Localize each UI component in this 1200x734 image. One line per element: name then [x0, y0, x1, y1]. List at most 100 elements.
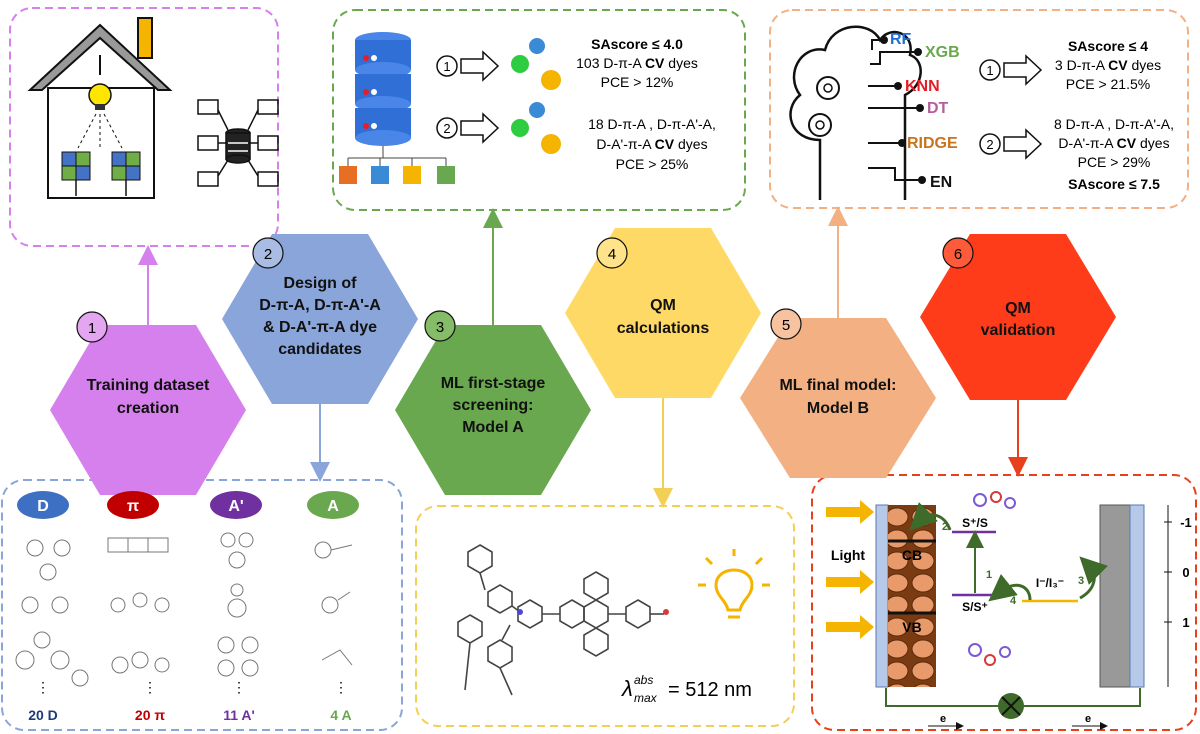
- svg-text:4: 4: [1010, 595, 1017, 607]
- algorithm-list: RF XGB KNN DT RIDGE EN: [868, 31, 960, 191]
- svg-text:abs: abs: [634, 673, 653, 687]
- svg-text:S/S⁺: S/S⁺: [962, 600, 988, 614]
- svg-text:e: e: [940, 713, 946, 725]
- svg-text:5: 5: [782, 317, 790, 334]
- svg-text:1: 1: [986, 569, 992, 581]
- dye-molecule-orbitals: [968, 491, 1016, 666]
- algorithm-ridge: RIDGE: [907, 135, 958, 152]
- svg-text:20 D: 20 D: [28, 707, 58, 723]
- screening-box: [332, 9, 746, 211]
- svg-text:QM: QM: [1005, 300, 1031, 317]
- svg-text:3 D-π-A CV dyes: 3 D-π-A CV dyes: [1055, 57, 1161, 73]
- model-box: [769, 9, 1189, 209]
- svg-text:⋮: ⋮: [36, 679, 50, 695]
- step-1-label-line1: Training dataset: [87, 377, 210, 394]
- svg-text:calculations: calculations: [617, 320, 710, 337]
- step-5-hexagon: ML final model: Model B: [740, 318, 936, 478]
- svg-text:0: 0: [1182, 565, 1189, 580]
- svg-text:QM: QM: [650, 297, 676, 314]
- fragment-a-prime-column: A' ⋮ 11 A': [210, 491, 262, 723]
- svg-text:VB: VB: [902, 619, 921, 635]
- svg-text:4: 4: [608, 246, 616, 263]
- svg-text:PCE > 29%: PCE > 29%: [1078, 154, 1151, 170]
- lambda-max-label: λ abs max = 512 nm: [621, 673, 752, 705]
- arrow-icon: [1003, 54, 1043, 86]
- svg-text:SAscore ≤ 7.5: SAscore ≤ 7.5: [1068, 176, 1160, 192]
- svg-text:3: 3: [436, 319, 444, 336]
- step-6-hexagon: QM validation: [920, 234, 1116, 400]
- step-3-hexagon: ML first-stage screening: Model A: [395, 325, 591, 495]
- svg-text:⋮: ⋮: [334, 679, 348, 695]
- svg-text:⋮: ⋮: [143, 679, 157, 695]
- svg-text:2: 2: [942, 521, 948, 533]
- svg-text:20 π: 20 π: [135, 707, 165, 723]
- model-stage-2: 2 8 D-π-A , D-π-A'-A, D-A'-π-A CV dyes P…: [979, 116, 1174, 192]
- svg-text:D: D: [37, 498, 49, 515]
- arrow-icon: [460, 50, 500, 82]
- light-arrows: [826, 500, 874, 639]
- svg-text:A': A': [228, 498, 243, 515]
- molecule-structure: [457, 544, 664, 696]
- step-4-hexagon: QM calculations: [565, 228, 761, 398]
- solar-cell-diagram: Light CB VB S⁺/S S/S⁺ I⁻/I₃⁻ 2 1 3 4 e e: [826, 491, 1192, 730]
- svg-text:ML first-stage: ML first-stage: [441, 375, 546, 392]
- svg-text:I⁻/I₃⁻: I⁻/I₃⁻: [1036, 576, 1064, 590]
- svg-text:1: 1: [1182, 615, 1189, 630]
- svg-text:D-π-A, D-π-A'-A: D-π-A, D-π-A'-A: [259, 297, 381, 314]
- svg-text:1: 1: [88, 320, 96, 337]
- algorithm-knn: KNN: [905, 78, 940, 95]
- svg-text:1: 1: [443, 59, 450, 74]
- arrow-icon: [460, 112, 500, 144]
- svg-text:candidates: candidates: [278, 341, 362, 358]
- svg-text:11 A': 11 A': [223, 707, 255, 723]
- svg-text:max: max: [634, 691, 658, 705]
- lightbulb-icon: [698, 549, 770, 619]
- svg-text:S⁺/S: S⁺/S: [962, 516, 988, 530]
- svg-text:λ: λ: [621, 676, 633, 701]
- algorithm-en: EN: [930, 174, 952, 191]
- svg-text:SAscore ≤ 4: SAscore ≤ 4: [1068, 38, 1148, 54]
- svg-text:2: 2: [986, 137, 993, 152]
- svg-text:A: A: [327, 498, 339, 515]
- svg-text:e: e: [1085, 713, 1091, 725]
- model-stage-1: 1 SAscore ≤ 4 3 D-π-A CV dyes PCE > 21.5…: [979, 38, 1161, 92]
- svg-text:Light: Light: [831, 547, 866, 563]
- svg-text:Model A: Model A: [462, 419, 524, 436]
- svg-text:PCE > 12%: PCE > 12%: [601, 74, 674, 90]
- svg-text:3: 3: [1078, 575, 1084, 587]
- gears-icon: [511, 102, 561, 154]
- svg-text:Design of: Design of: [284, 275, 358, 292]
- server-network-icon: [197, 99, 279, 187]
- svg-text:π: π: [127, 498, 139, 515]
- fragments-box: [1, 479, 403, 731]
- step-1-label-line2: creation: [117, 400, 179, 417]
- svg-text:-1: -1: [1180, 515, 1192, 530]
- svg-text:2: 2: [443, 121, 450, 136]
- svg-text:= 512 nm: = 512 nm: [668, 679, 752, 701]
- database-icon: [339, 32, 455, 184]
- svg-text:D-A'-π-A CV dyes: D-A'-π-A CV dyes: [596, 136, 707, 152]
- algorithm-rf: RF: [890, 31, 912, 48]
- svg-text:SAscore ≤ 4.0: SAscore ≤ 4.0: [591, 36, 683, 52]
- svg-text:103 D-π-A CV dyes: 103 D-π-A CV dyes: [576, 55, 698, 71]
- svg-text:Model B: Model B: [807, 400, 869, 417]
- algorithm-dt: DT: [927, 100, 949, 117]
- qm-box: [415, 505, 795, 727]
- arrow-icon: [1003, 128, 1043, 160]
- screening-stage-1: 1 SAscore ≤ 4.0 103 D-π-A CV dyes PCE > …: [436, 36, 698, 90]
- step-1-hexagon: Training dataset creation: [50, 325, 246, 495]
- svg-text:& D-A'-π-A dye: & D-A'-π-A dye: [263, 319, 377, 336]
- algorithm-xgb: XGB: [925, 44, 960, 61]
- fragment-d-column: D ⋮ 20 D: [15, 491, 89, 723]
- house-icon: [27, 17, 173, 199]
- svg-text:PCE > 21.5%: PCE > 21.5%: [1066, 76, 1150, 92]
- fragment-pi-column: π ⋮ 20 π: [107, 491, 170, 723]
- svg-text:4 A: 4 A: [330, 707, 351, 723]
- svg-text:CB: CB: [902, 547, 922, 563]
- fragment-a-column: A ⋮ 4 A: [307, 491, 359, 723]
- svg-text:1: 1: [986, 63, 993, 78]
- svg-text:18 D-π-A , D-π-A'-A,: 18 D-π-A , D-π-A'-A,: [588, 116, 716, 132]
- svg-text:D-A'-π-A CV dyes: D-A'-π-A CV dyes: [1058, 135, 1169, 151]
- cell-box: [811, 474, 1197, 731]
